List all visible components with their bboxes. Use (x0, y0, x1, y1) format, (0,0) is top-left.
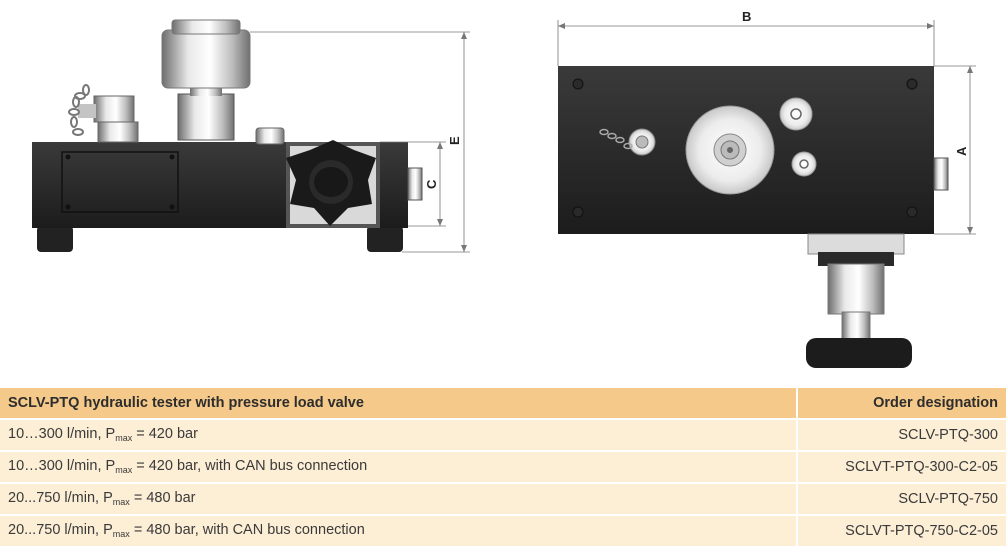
table-header-code: Order designation (798, 388, 1006, 418)
drawing-canvas: E C B (32, 9, 976, 368)
product-drawings: E C B (32, 9, 976, 368)
row-description: 10…300 l/min, Pmax = 420 bar (0, 420, 798, 450)
table-row: 20...750 l/min, Pmax = 480 bar, with CAN… (0, 516, 1006, 546)
order-table: SCLV-PTQ hydraulic tester with pressure … (0, 386, 1006, 548)
side-view-drawing: E C (32, 19, 470, 253)
table-row: 10…300 l/min, Pmax = 420 bar, with CAN b… (0, 452, 1006, 482)
top-view-drawing: B (557, 9, 976, 368)
table-header-row: SCLV-PTQ hydraulic tester with pressure … (0, 388, 1006, 418)
row-description: 20...750 l/min, Pmax = 480 bar (0, 484, 798, 514)
row-description: 20...750 l/min, Pmax = 480 bar, with CAN… (0, 516, 798, 546)
row-order-code: SCLV-PTQ-300 (798, 420, 1006, 450)
dimension-c-label: C (424, 179, 439, 189)
row-order-code: SCLV-PTQ-750 (798, 484, 1006, 514)
dimension-a-label: A (954, 146, 969, 156)
row-description: 10…300 l/min, Pmax = 420 bar, with CAN b… (0, 452, 798, 482)
row-order-code: SCLVT-PTQ-750-C2-05 (798, 516, 1006, 546)
table-header-description: SCLV-PTQ hydraulic tester with pressure … (0, 388, 798, 418)
table-row: 20...750 l/min, Pmax = 480 bar SCLV-PTQ-… (0, 484, 1006, 514)
dimension-b-label: B (742, 9, 751, 24)
row-order-code: SCLVT-PTQ-300-C2-05 (798, 452, 1006, 482)
table-row: 10…300 l/min, Pmax = 420 bar SCLV-PTQ-30… (0, 420, 1006, 450)
dimension-e-label: E (447, 136, 462, 145)
